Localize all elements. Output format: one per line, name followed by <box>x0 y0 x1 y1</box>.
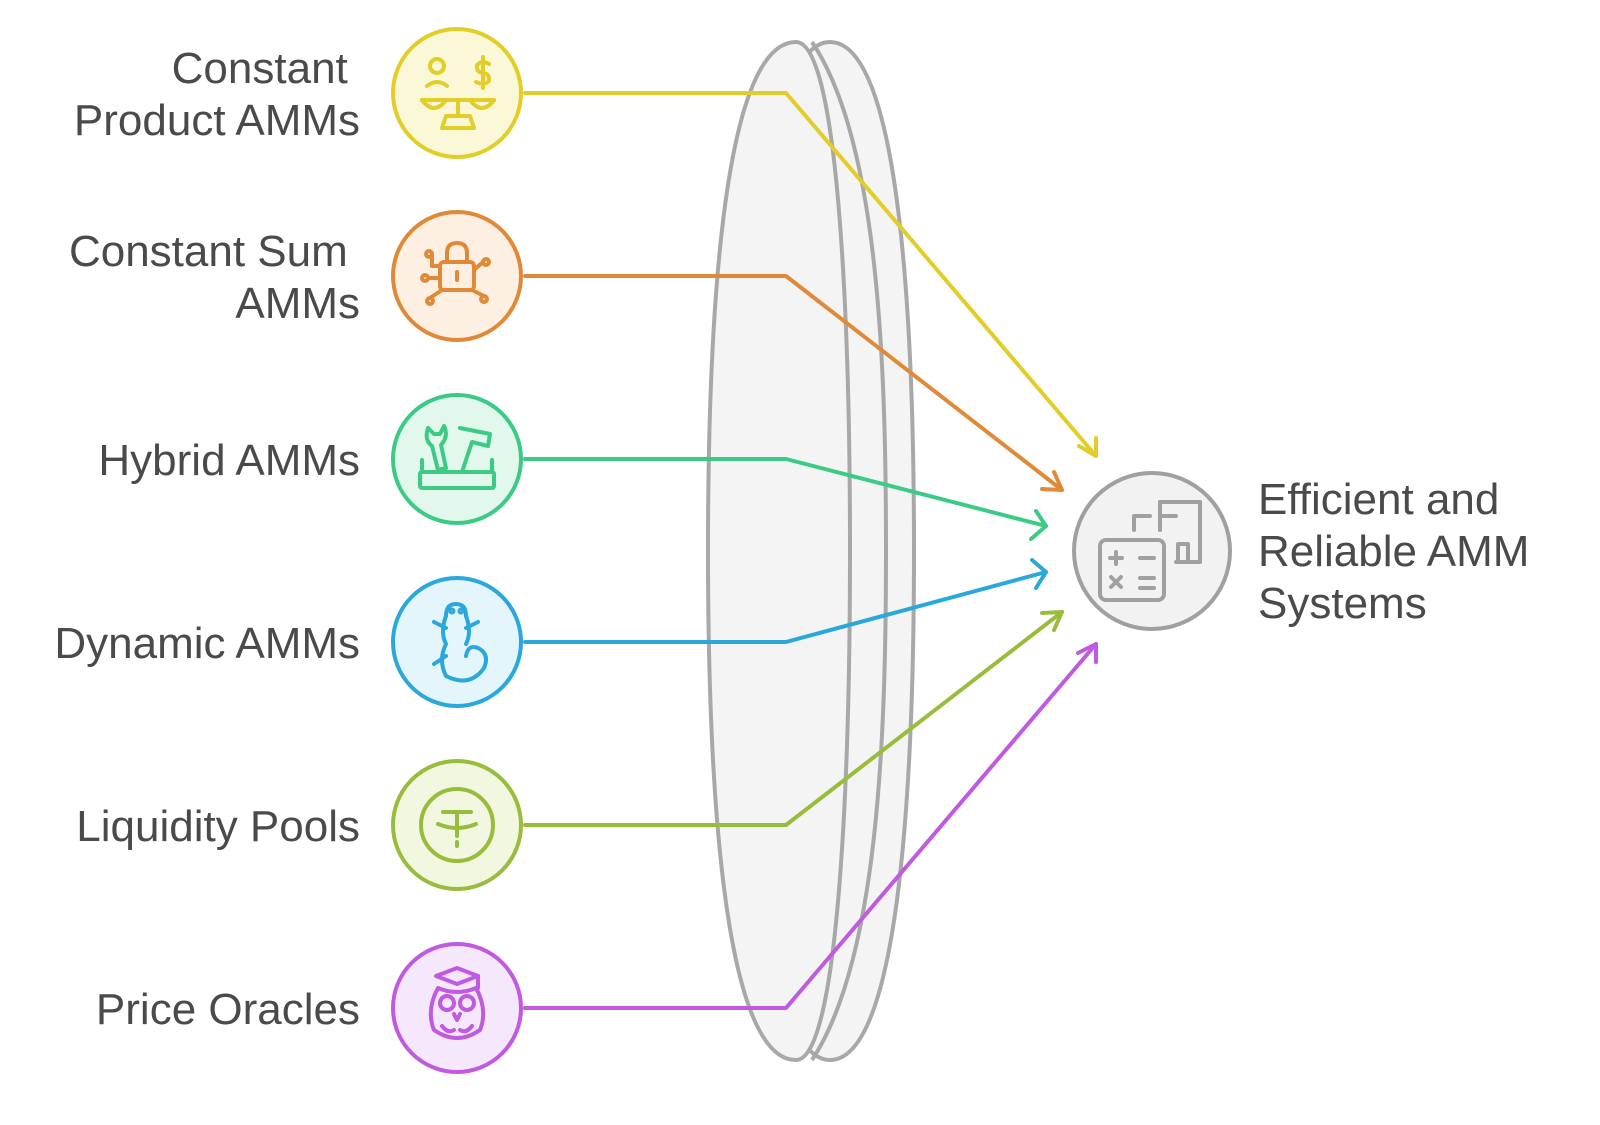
connector-constant-product <box>523 91 1098 458</box>
connector-line <box>523 457 1048 528</box>
lens-inner-edge <box>810 40 889 1062</box>
node-label: Constant Product AMMs <box>74 44 360 145</box>
arrow-head <box>1029 509 1048 541</box>
node-label: Constant Sum AMMs <box>69 227 360 328</box>
connector-line <box>523 570 1048 644</box>
arrow-head <box>1030 558 1048 590</box>
node-circle <box>391 942 523 1074</box>
arrow-head <box>1040 470 1064 492</box>
lens-front-face <box>705 39 853 1063</box>
connector-liquidity-pools <box>523 610 1064 827</box>
input-node-liquidity-pools: Liquidity Pools <box>76 759 523 891</box>
output-label: Efficient and Reliable AMM Systems <box>1258 475 1542 628</box>
node-label: Dynamic AMMs <box>54 619 360 668</box>
input-node-constant-sum: Constant Sum AMMs <box>69 210 523 342</box>
arrow-head <box>1040 610 1064 632</box>
node-circle <box>391 27 523 159</box>
tether-coin-icon <box>419 787 495 863</box>
tools-box-icon <box>418 424 496 490</box>
connector-dynamic <box>523 558 1048 644</box>
arrow-head <box>1077 436 1098 458</box>
node-circle <box>391 393 523 525</box>
connector-line <box>523 91 1098 458</box>
calculator-building-icon <box>1098 500 1202 602</box>
owl-graduate-icon <box>428 966 486 1040</box>
connectors <box>523 91 1098 1010</box>
connector-line <box>523 610 1064 827</box>
node-label: Price Oracles <box>96 985 360 1034</box>
input-node-dynamic: Dynamic AMMs <box>54 576 523 708</box>
connector-line <box>523 642 1098 1010</box>
lizard-icon <box>432 602 488 683</box>
lens <box>705 39 917 1063</box>
node-label: Hybrid AMMs <box>98 436 360 485</box>
input-node-price-oracles: Price Oracles <box>96 942 523 1074</box>
output-node: Efficient and Reliable AMM Systems <box>1072 471 1542 631</box>
input-node-constant-product: Constant Product AMMs <box>74 27 523 159</box>
connector-hybrid <box>523 457 1048 541</box>
scale-balance-icon <box>420 55 496 130</box>
arrow-head <box>1076 642 1098 664</box>
connector-line <box>523 274 1064 492</box>
node-label: Liquidity Pools <box>76 802 360 851</box>
input-node-hybrid: Hybrid AMMs <box>98 393 523 525</box>
circuit-lock-icon <box>420 241 491 306</box>
node-circle <box>1072 471 1232 631</box>
connector-constant-sum <box>523 274 1064 492</box>
connector-price-oracles <box>523 642 1098 1010</box>
node-circle <box>391 576 523 708</box>
